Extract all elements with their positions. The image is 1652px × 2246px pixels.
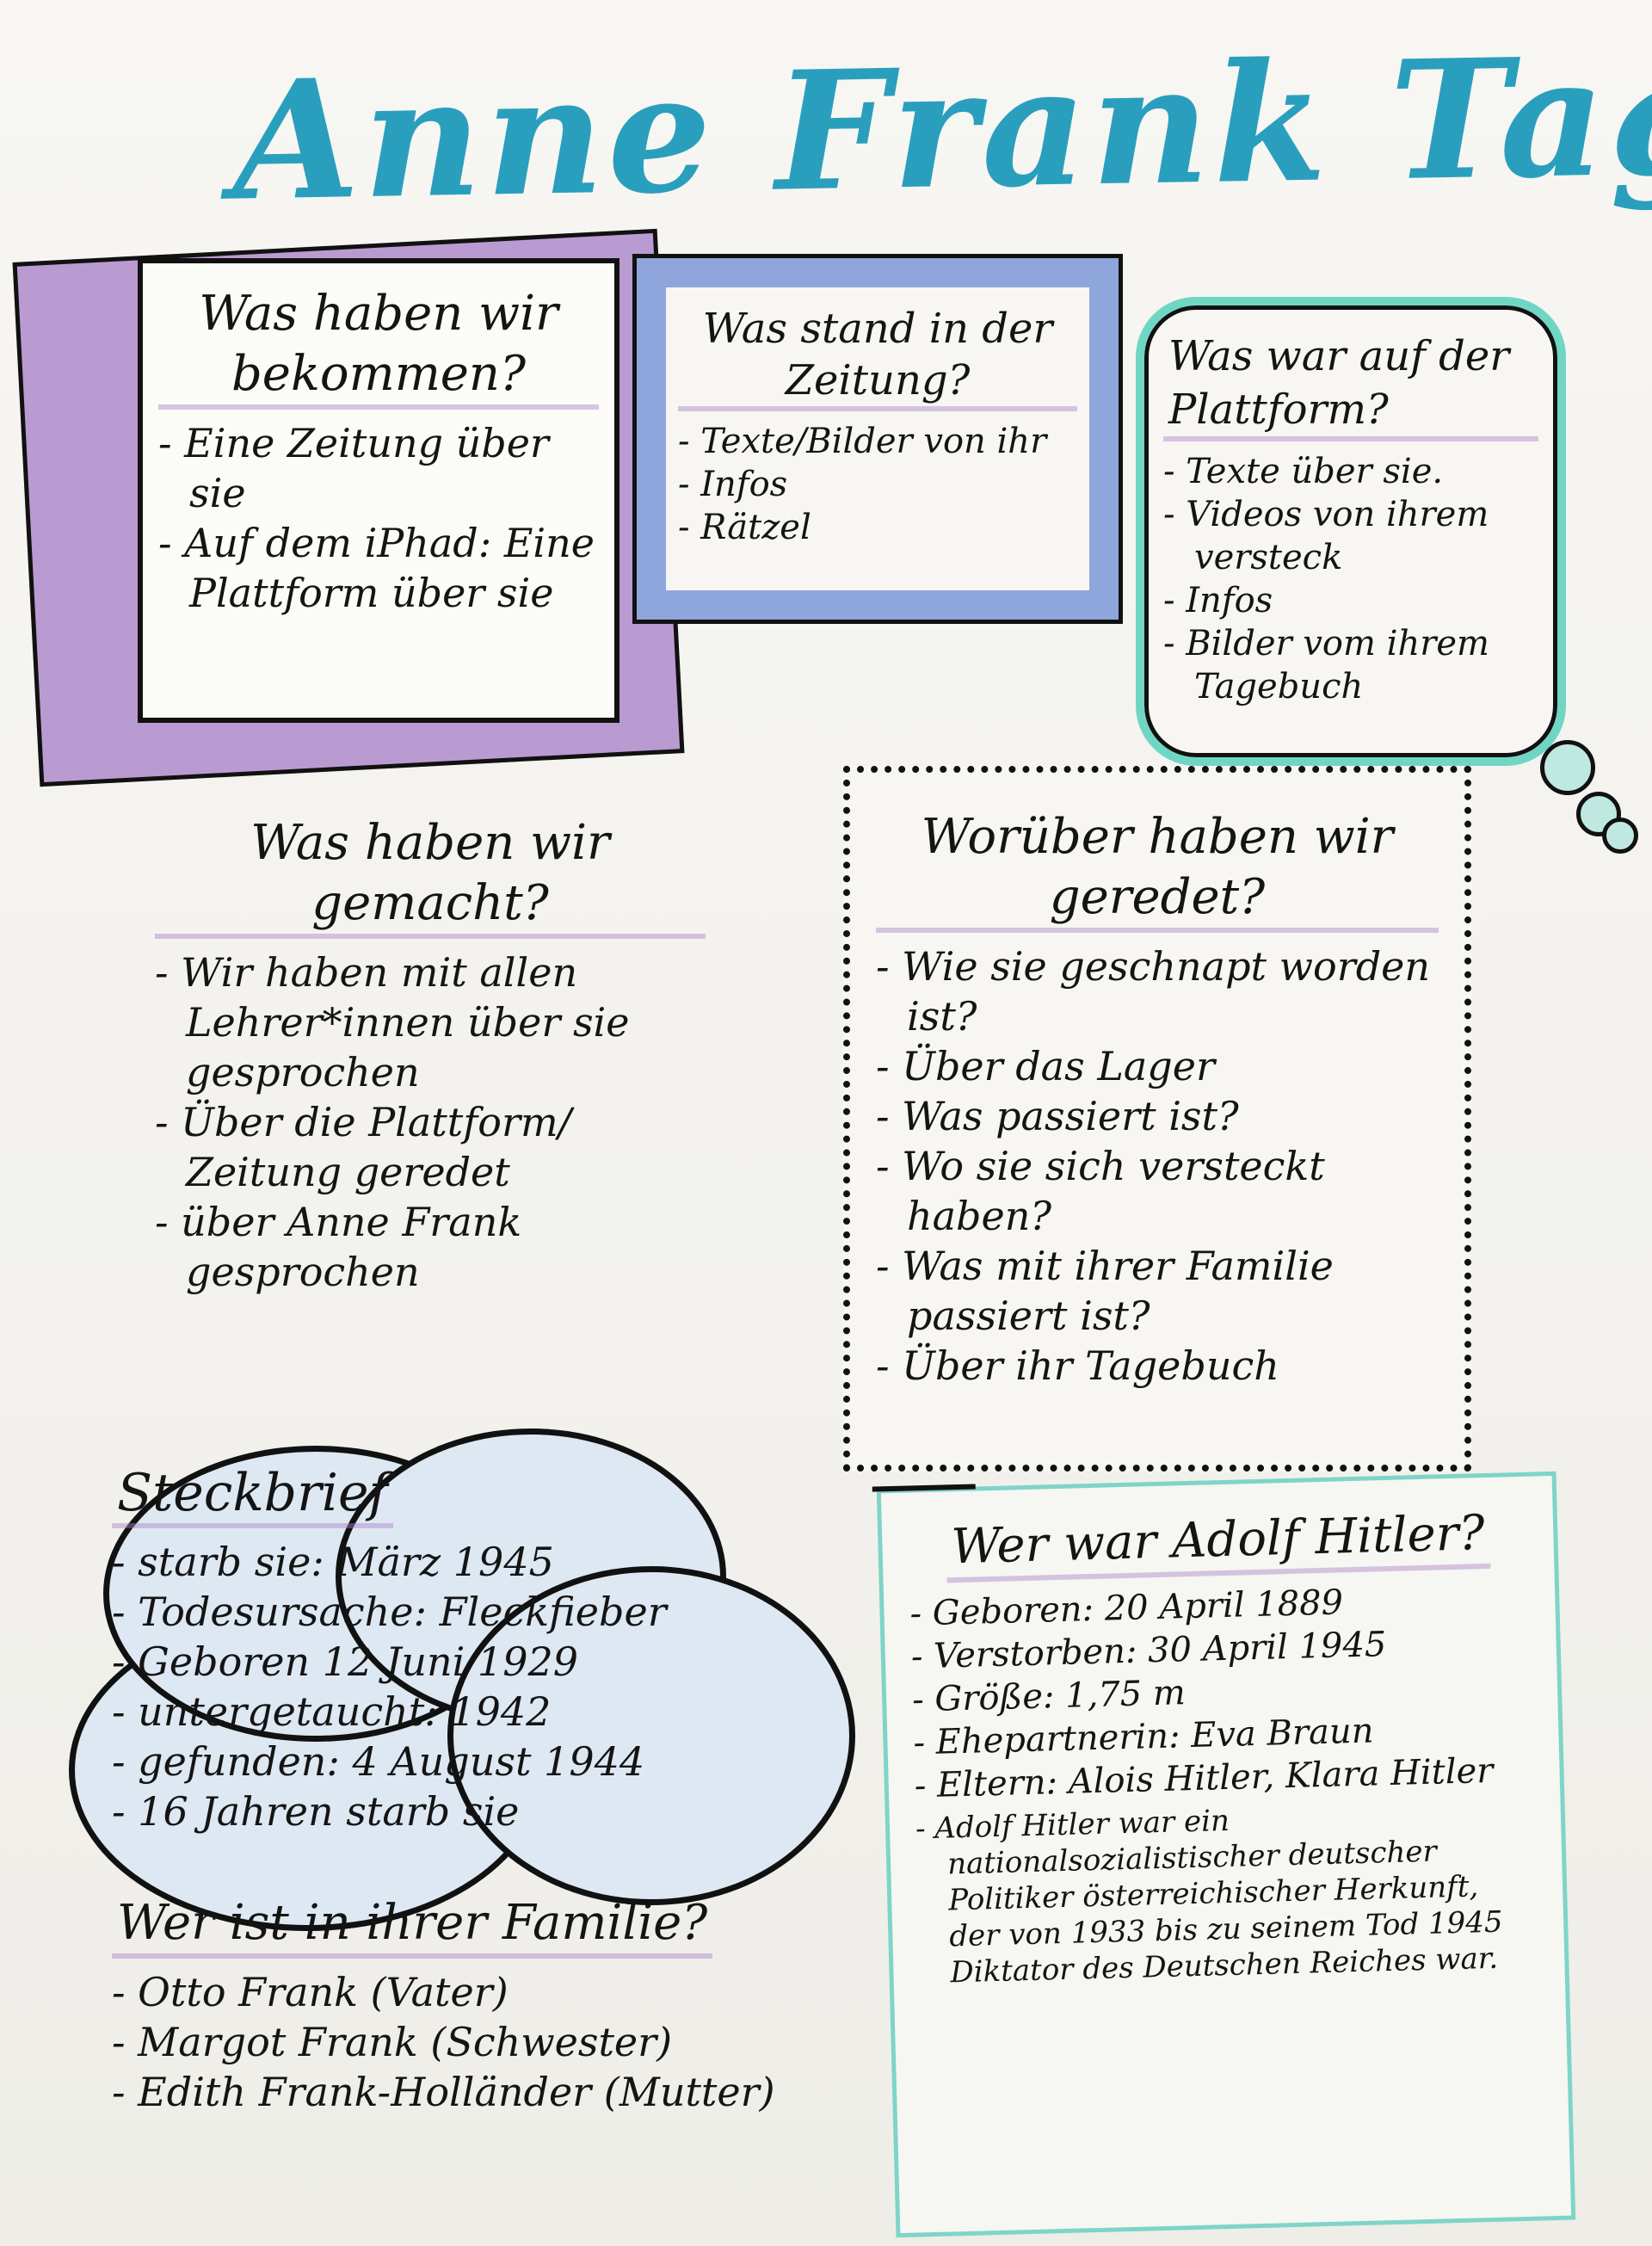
list-item: Was passiert ist? xyxy=(876,1091,1439,1141)
box-geredet-heading: Worüber haben wir geredet? xyxy=(876,807,1439,933)
thought-bubble-dot-medium xyxy=(1576,792,1621,836)
box-zeitung-heading: Was stand in der Zeitung? xyxy=(678,303,1077,411)
poster-title: Anne Frank Tag xyxy=(231,19,1652,238)
box-bekommen: Was haben wir bekommen? Eine Zeitung übe… xyxy=(138,258,620,723)
list-item: Geboren 12 Juni 1929 xyxy=(112,1637,817,1687)
list-item: Auf dem iPhad: Eine Plattform über sie xyxy=(158,518,599,618)
box-hitler-paragraph: Adolf Hitler war ein nationalsozialistis… xyxy=(915,1795,1539,1992)
list-item: Wir haben mit allen Lehrer*innen über si… xyxy=(155,947,706,1097)
list-item: starb sie: März 1945 xyxy=(112,1537,817,1587)
list-item: Wo sie sich versteckt haben? xyxy=(876,1141,1439,1241)
list-item: Adolf Hitler war ein nationalsozialistis… xyxy=(915,1795,1539,1992)
box-geredet-list: Wie sie geschnapt worden ist? Über das L… xyxy=(876,941,1439,1391)
box-familie-heading: Wer ist in ihrer Familie? xyxy=(112,1893,938,1959)
list-item: Über ihr Tagebuch xyxy=(876,1341,1439,1391)
box-bekommen-heading: Was haben wir bekommen? xyxy=(158,284,599,410)
list-item: Videos von ihrem versteck xyxy=(1163,493,1538,579)
box-hitler-heading: Wer war Adolf Hitler? xyxy=(908,1502,1529,1584)
list-item: Bilder vom ihrem Tagebuch xyxy=(1163,622,1538,708)
thought-bubble-dot-large xyxy=(1540,740,1595,795)
box-hitler: Wer war Adolf Hitler? Geboren: 20 April … xyxy=(872,1471,1576,2238)
box-familie-list: Otto Frank (Vater) Margot Frank (Schwest… xyxy=(112,1967,938,2117)
list-item: Todesursache: Fleckfieber xyxy=(112,1587,817,1637)
list-item: untergetaucht: 1942 xyxy=(112,1687,817,1737)
list-item: 16 Jahren starb sie xyxy=(112,1786,817,1836)
box-steckbrief-heading: Steckbrief xyxy=(112,1463,817,1528)
box-zeitung-list: Texte/Bilder von ihr Infos Rätzel xyxy=(678,420,1077,549)
list-item: Wie sie geschnapt worden ist? xyxy=(876,941,1439,1041)
list-item: Edith Frank-Holländer (Mutter) xyxy=(112,2067,938,2117)
list-item: Texte über sie. xyxy=(1163,450,1538,493)
list-item: über Anne Frank gesprochen xyxy=(155,1197,706,1297)
box-zeitung: Was stand in der Zeitung? Texte/Bilder v… xyxy=(632,254,1123,624)
list-item: Texte/Bilder von ihr xyxy=(678,420,1077,463)
list-item: Infos xyxy=(678,463,1077,506)
list-item: Margot Frank (Schwester) xyxy=(112,2017,938,2067)
box-gemacht-list: Wir haben mit allen Lehrer*innen über si… xyxy=(155,947,706,1297)
box-bekommen-list: Eine Zeitung über sie Auf dem iPhad: Ein… xyxy=(158,418,599,618)
box-steckbrief-list: starb sie: März 1945 Todesursache: Fleck… xyxy=(112,1537,817,1836)
box-steckbrief: Steckbrief starb sie: März 1945 Todesurs… xyxy=(112,1463,817,1910)
box-geredet: Worüber haben wir geredet? Wie sie gesch… xyxy=(843,766,1471,1472)
list-item: gefunden: 4 August 1944 xyxy=(112,1737,817,1786)
list-item: Otto Frank (Vater) xyxy=(112,1967,938,2017)
box-hitler-list: Geboren: 20 April 1889 Verstorben: 30 Ap… xyxy=(909,1577,1534,1808)
box-gemacht: Was haben wir gemacht? Wir haben mit all… xyxy=(155,813,706,1373)
box-plattform-list: Texte über sie. Videos von ihrem verstec… xyxy=(1163,450,1538,708)
list-item: Über das Lager xyxy=(876,1041,1439,1091)
list-item: Was mit ihrer Familie passiert ist? xyxy=(876,1241,1439,1341)
list-item: Infos xyxy=(1163,579,1538,622)
box-plattform: Was war auf der Plattform? Texte über si… xyxy=(1136,297,1566,766)
thought-bubble-dot-small xyxy=(1602,818,1638,854)
list-item: Rätzel xyxy=(678,506,1077,549)
box-plattform-heading: Was war auf der Plattform? xyxy=(1163,330,1538,441)
list-item: Eine Zeitung über sie xyxy=(158,418,599,518)
box-gemacht-heading: Was haben wir gemacht? xyxy=(155,813,706,939)
box-familie: Wer ist in ihrer Familie? Otto Frank (Va… xyxy=(112,1893,938,2169)
list-item: Über die Plattform/ Zeitung geredet xyxy=(155,1097,706,1197)
frame-accent-line xyxy=(872,1484,976,1492)
